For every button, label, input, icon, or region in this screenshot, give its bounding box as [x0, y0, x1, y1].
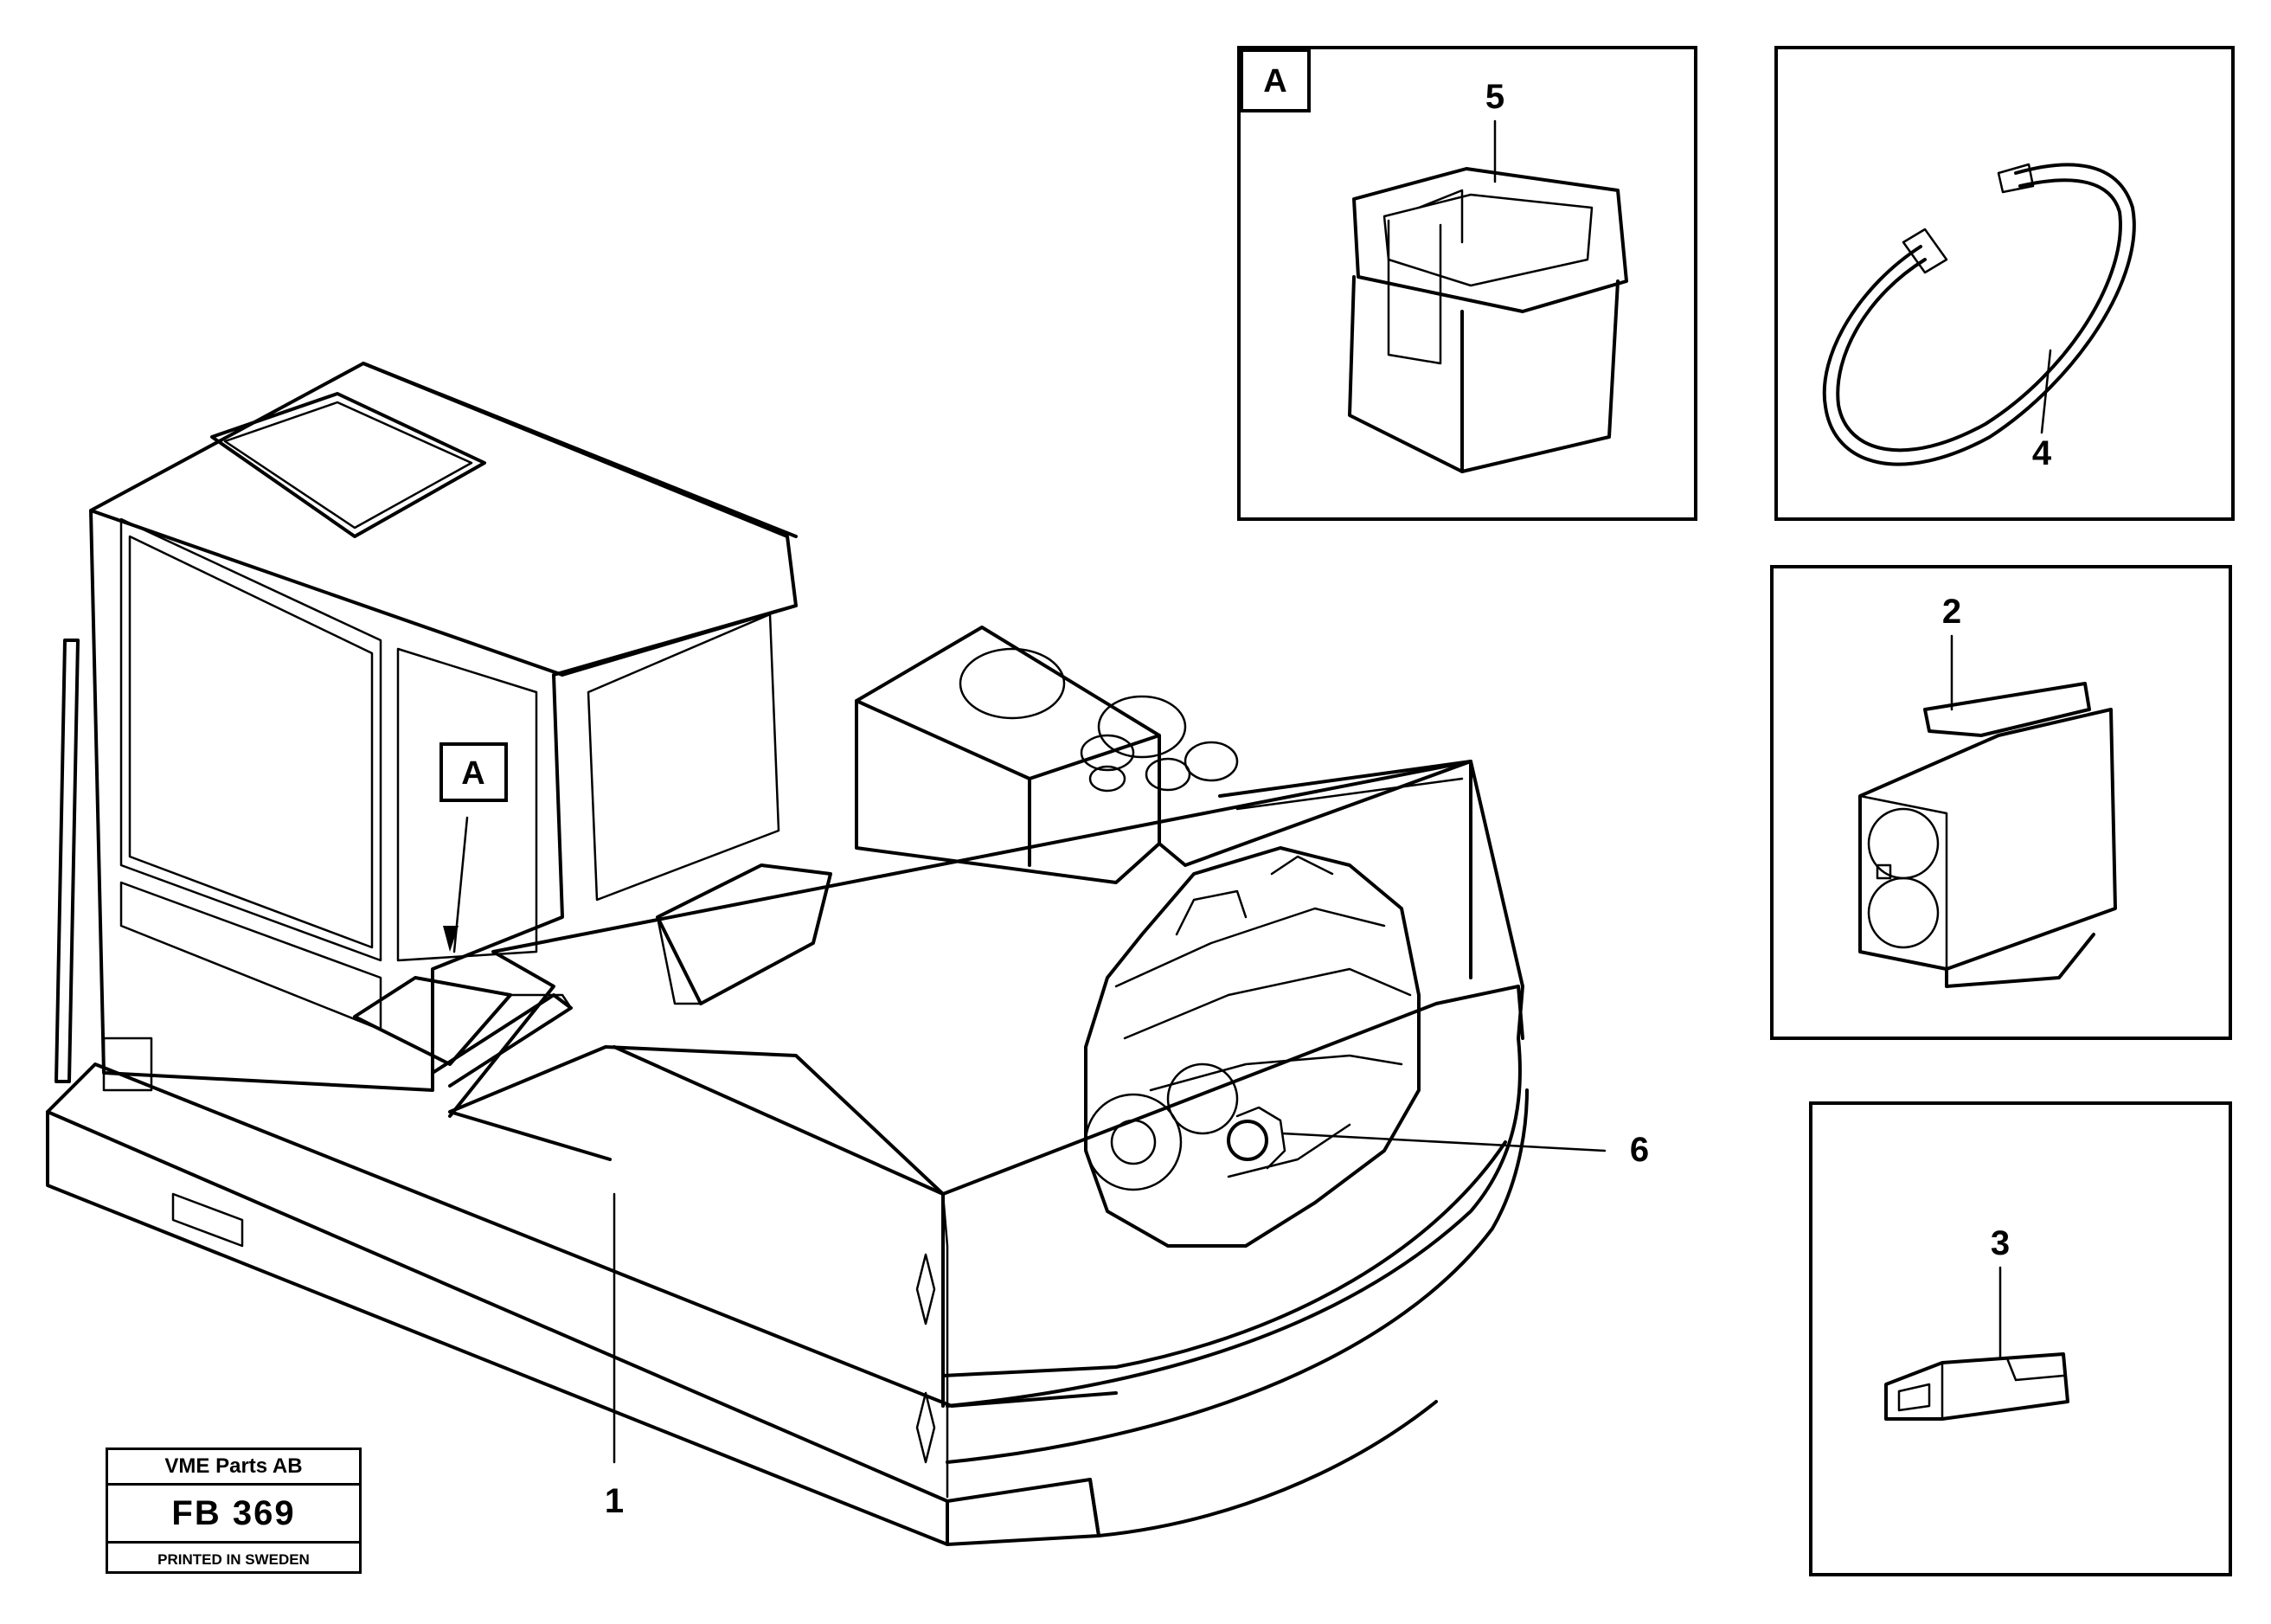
stamp-company: VME Parts AB [108, 1450, 359, 1486]
detail-marker-a: A [439, 742, 508, 802]
detail-box-part-4: 4 [1774, 46, 2235, 521]
arrowhead-marker-a [443, 926, 459, 952]
callout-5: 5 [1485, 78, 1504, 116]
detail-box-part-5: A 5 [1237, 46, 1697, 521]
leader-line-6 [1280, 1132, 1607, 1152]
part-6-location [1227, 1106, 1286, 1170]
callout-1: 1 [605, 1482, 624, 1520]
title-block-stamp: VME Parts AB FB 369 PRINTED IN SWEDEN [106, 1447, 362, 1574]
detail-box-a-tag: A [1263, 63, 1286, 99]
detail-box-part-3: 3 [1809, 1101, 2232, 1576]
stamp-printed: PRINTED IN SWEDEN [157, 1551, 310, 1568]
detail-marker-a-label: A [461, 755, 484, 792]
callout-4: 4 [2032, 434, 2052, 472]
excavator-upper-structure [46, 362, 1529, 1546]
callout-3: 3 [1991, 1224, 2010, 1262]
stamp-code: FB 369 [108, 1486, 359, 1544]
callout-2: 2 [1942, 593, 1961, 631]
callout-6: 6 [1630, 1131, 1649, 1169]
detail-box-part-2: 2 [1770, 565, 2232, 1040]
engine-assembly [1084, 846, 1421, 1248]
